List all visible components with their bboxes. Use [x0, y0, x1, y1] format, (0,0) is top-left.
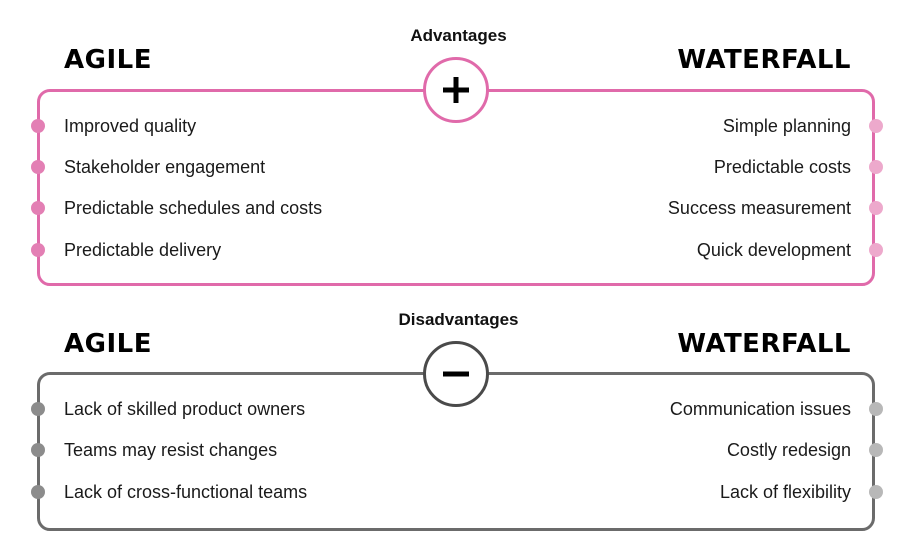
- bullet-dot-icon: [869, 119, 883, 133]
- minus-icon: [423, 341, 489, 407]
- bullet-dot-icon: [869, 160, 883, 174]
- plus-icon-glyph: [443, 77, 469, 103]
- advantages-caption: Advantages: [410, 26, 507, 45]
- disadvantage-agile-item: Teams may resist changes: [64, 440, 278, 460]
- disadvantage-waterfall-item: Lack of flexibility: [719, 482, 851, 502]
- bullet-dot-icon: [869, 201, 883, 215]
- bullet-dot-icon: [31, 402, 45, 416]
- bullet-dot-icon: [869, 443, 883, 457]
- advantage-waterfall-item: Simple planning: [722, 116, 851, 136]
- disadvantages-agile-heading: AGILE: [64, 329, 152, 359]
- advantage-waterfall-item: Quick development: [696, 240, 851, 260]
- disadvantage-agile-item: Lack of cross-functional teams: [64, 482, 308, 502]
- bullet-dot-icon: [31, 243, 45, 257]
- bullet-dot-icon: [31, 160, 45, 174]
- plus-icon: [423, 57, 489, 123]
- minus-icon-glyph: [443, 371, 469, 377]
- advantage-agile-item: Stakeholder engagement: [64, 157, 266, 177]
- disadvantage-agile-item: Lack of skilled product owners: [64, 399, 306, 419]
- bullet-dot-icon: [31, 119, 45, 133]
- bullet-dot-icon: [869, 243, 883, 257]
- advantage-agile-item: Predictable delivery: [64, 240, 222, 260]
- disadvantage-waterfall-item: Costly redesign: [726, 440, 851, 460]
- disadvantages-caption: Disadvantages: [398, 310, 519, 329]
- bullet-dot-icon: [31, 485, 45, 499]
- advantages-waterfall-heading: WATERFALL: [677, 45, 851, 75]
- disadvantage-waterfall-item: Communication issues: [669, 399, 851, 419]
- bullet-dot-icon: [31, 443, 45, 457]
- advantage-agile-item: Predictable schedules and costs: [64, 198, 323, 218]
- bullet-dot-icon: [869, 402, 883, 416]
- advantage-waterfall-item: Success measurement: [667, 198, 851, 218]
- bullet-dot-icon: [869, 485, 883, 499]
- advantage-waterfall-item: Predictable costs: [713, 157, 851, 177]
- advantages-agile-heading: AGILE: [64, 45, 152, 75]
- disadvantages-waterfall-heading: WATERFALL: [677, 329, 851, 359]
- advantage-agile-item: Improved quality: [64, 116, 197, 136]
- bullet-dot-icon: [31, 201, 45, 215]
